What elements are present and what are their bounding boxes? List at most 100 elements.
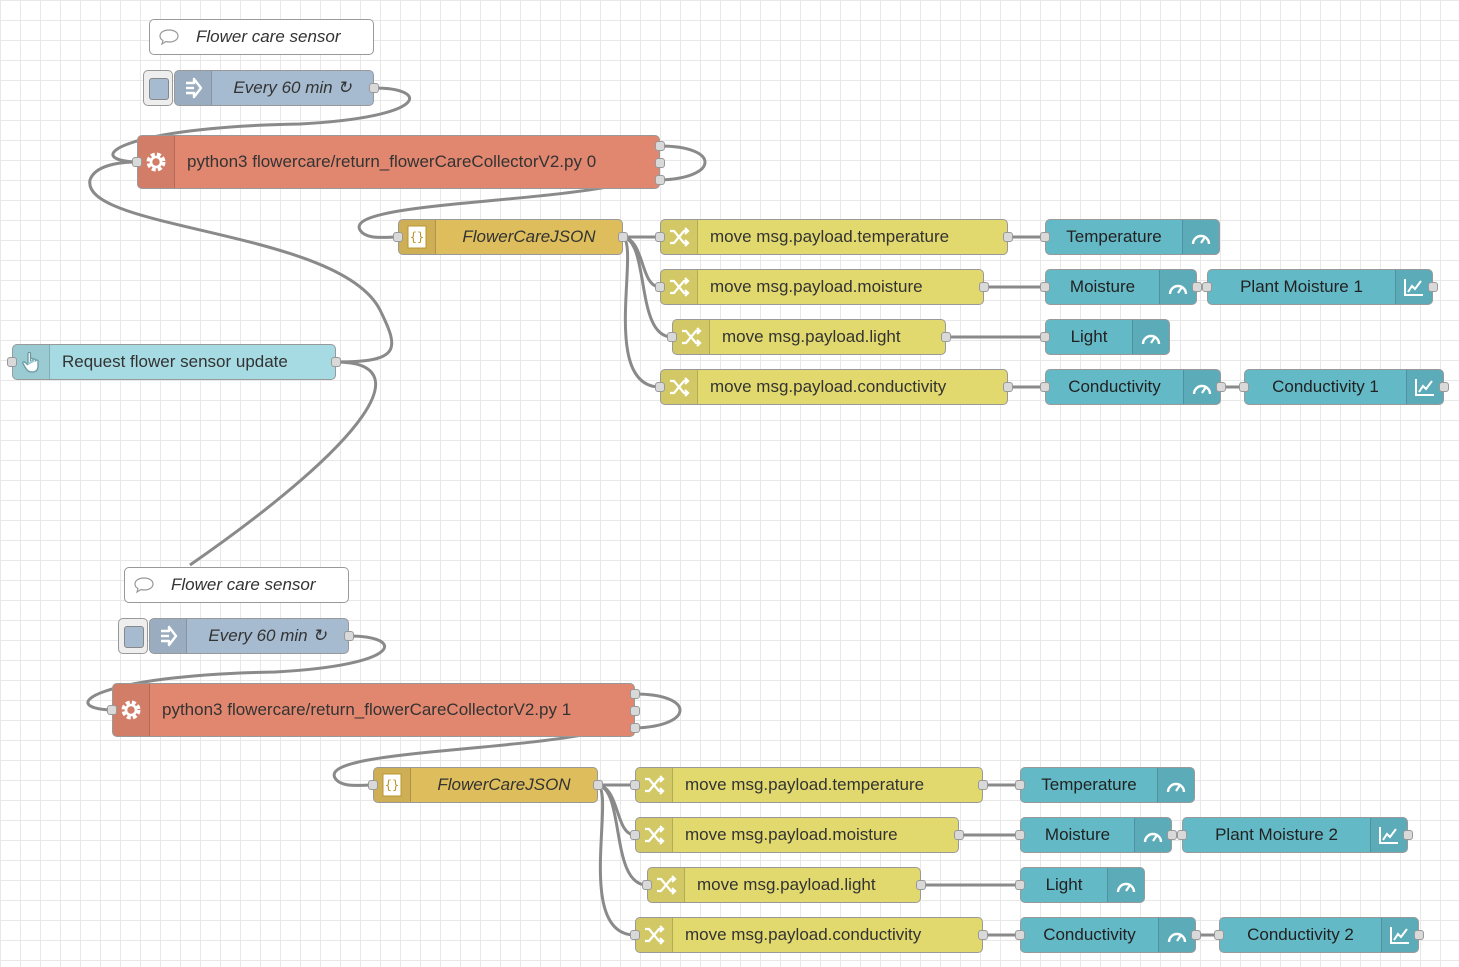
comment-node[interactable]: Flower care sensor (149, 19, 374, 55)
braces-icon: {} (374, 768, 411, 802)
exec-node[interactable]: python3 flowercare/return_flowerCareColl… (107, 683, 640, 737)
shuffle-icon (648, 868, 685, 902)
change-node-conductivity[interactable]: move msg.payload.conductivity (630, 917, 988, 953)
chart-node-conductivity[interactable]: Conductivity 1 (1239, 369, 1449, 405)
input-port[interactable] (630, 830, 640, 840)
comment-node[interactable]: Flower care sensor (124, 567, 349, 603)
button-node[interactable]: Request flower sensor update (7, 344, 341, 380)
change-node-conductivity[interactable]: move msg.payload.conductivity (655, 369, 1013, 405)
shuffle-icon (661, 270, 698, 304)
json-node[interactable]: {} FlowerCareJSON (393, 219, 628, 255)
input-port[interactable] (1040, 232, 1050, 242)
change-node-light[interactable]: move msg.payload.light (667, 319, 951, 355)
input-port[interactable] (1015, 780, 1025, 790)
input-port[interactable] (1202, 282, 1212, 292)
input-port[interactable] (667, 332, 677, 342)
gauge-node-moisture[interactable]: Moisture (1015, 817, 1177, 853)
exec-node[interactable]: python3 flowercare/return_flowerCareColl… (132, 135, 665, 189)
input-port[interactable] (1015, 930, 1025, 940)
input-port[interactable] (1214, 930, 1224, 940)
input-port[interactable] (642, 880, 652, 890)
gauge-label: Temperature (1041, 775, 1137, 794)
speech-bubble-icon (150, 20, 188, 54)
output-port-stderr[interactable] (630, 706, 640, 716)
output-port-rc[interactable] (655, 175, 665, 185)
output-port[interactable] (979, 282, 989, 292)
output-port[interactable] (1216, 382, 1226, 392)
json-node[interactable]: {} FlowerCareJSON (368, 767, 603, 803)
gear-icon (138, 136, 175, 188)
output-port-stdout[interactable] (630, 689, 640, 699)
output-port[interactable] (1191, 930, 1201, 940)
input-port[interactable] (7, 357, 17, 367)
inject-label: Every 60 min ↻ (233, 78, 352, 97)
output-port[interactable] (344, 631, 354, 641)
wire (88, 160, 394, 364)
output-port[interactable] (593, 780, 603, 790)
input-port[interactable] (1040, 382, 1050, 392)
gauge-node-conductivity[interactable]: Conductivity (1040, 369, 1226, 405)
gauge-node-conductivity[interactable]: Conductivity (1015, 917, 1201, 953)
input-port[interactable] (393, 232, 403, 242)
gauge-node-temperature[interactable]: Temperature (1040, 219, 1220, 255)
output-port[interactable] (369, 83, 379, 93)
change-node-temperature[interactable]: move msg.payload.temperature (655, 219, 1013, 255)
output-port[interactable] (1439, 382, 1449, 392)
output-port[interactable] (331, 357, 341, 367)
gauge-node-light[interactable]: Light (1040, 319, 1170, 355)
inject-trigger-button[interactable] (143, 70, 173, 106)
output-port-rc[interactable] (630, 723, 640, 733)
input-port[interactable] (1015, 830, 1025, 840)
input-port[interactable] (655, 382, 665, 392)
input-port[interactable] (368, 780, 378, 790)
output-port[interactable] (1003, 382, 1013, 392)
gauge-node-moisture[interactable]: Moisture (1040, 269, 1202, 305)
gauge-node-light[interactable]: Light (1015, 867, 1145, 903)
output-port[interactable] (1428, 282, 1438, 292)
input-port[interactable] (655, 282, 665, 292)
output-port[interactable] (1167, 830, 1177, 840)
input-port[interactable] (655, 232, 665, 242)
output-port[interactable] (1192, 282, 1202, 292)
output-port[interactable] (954, 830, 964, 840)
wire (597, 783, 648, 887)
output-port[interactable] (941, 332, 951, 342)
input-port[interactable] (1015, 880, 1025, 890)
inject-node[interactable]: Every 60 min ↻ (149, 618, 354, 654)
braces-icon: {} (399, 220, 436, 254)
output-port[interactable] (916, 880, 926, 890)
shuffle-icon (661, 220, 698, 254)
change-node-temperature[interactable]: move msg.payload.temperature (630, 767, 988, 803)
input-port[interactable] (1040, 282, 1050, 292)
output-port-stderr[interactable] (655, 158, 665, 168)
input-port[interactable] (630, 930, 640, 940)
output-port-stdout[interactable] (655, 141, 665, 151)
input-port[interactable] (107, 705, 117, 715)
gauge-node-temperature[interactable]: Temperature (1015, 767, 1195, 803)
output-port[interactable] (978, 930, 988, 940)
input-port[interactable] (132, 157, 142, 167)
input-port[interactable] (1177, 830, 1187, 840)
output-port[interactable] (1414, 930, 1424, 940)
output-port[interactable] (978, 780, 988, 790)
change-node-moisture[interactable]: move msg.payload.moisture (655, 269, 989, 305)
change-node-moisture[interactable]: move msg.payload.moisture (630, 817, 964, 853)
hand-pointer-icon (13, 345, 50, 379)
output-port[interactable] (618, 232, 628, 242)
input-port[interactable] (1239, 382, 1249, 392)
gauge-icon (1158, 918, 1195, 952)
change-label: move msg.payload.moisture (710, 277, 923, 296)
input-port[interactable] (1040, 332, 1050, 342)
chart-node-moisture[interactable]: Plant Moisture 2 (1177, 817, 1413, 853)
input-port[interactable] (630, 780, 640, 790)
chart-node-moisture[interactable]: Plant Moisture 1 (1202, 269, 1438, 305)
wire (596, 783, 636, 937)
exec-label: python3 flowercare/return_flowerCareColl… (187, 152, 597, 171)
output-port[interactable] (1403, 830, 1413, 840)
output-port[interactable] (1003, 232, 1013, 242)
inject-trigger-button[interactable] (118, 618, 148, 654)
change-label: move msg.payload.temperature (685, 775, 925, 794)
chart-node-conductivity[interactable]: Conductivity 2 (1214, 917, 1424, 953)
change-node-light[interactable]: move msg.payload.light (642, 867, 926, 903)
inject-node[interactable]: Every 60 min ↻ (174, 70, 379, 106)
